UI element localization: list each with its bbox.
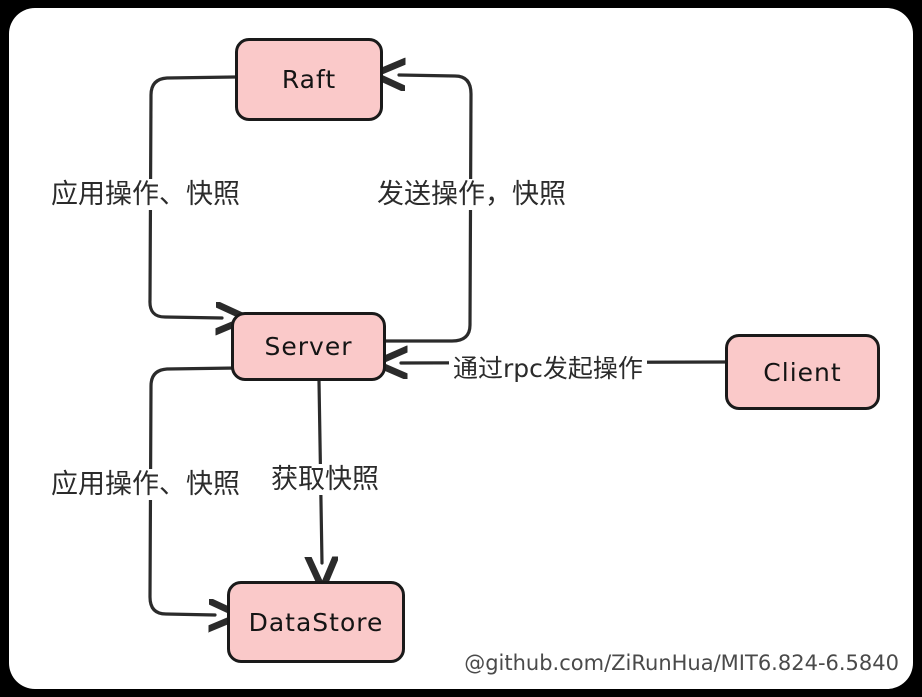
watermark-credit: @github.com/ZiRunHua/MIT6.824-6.5840 bbox=[464, 651, 899, 675]
node-client[interactable]: Client bbox=[725, 334, 880, 410]
node-raft[interactable]: Raft bbox=[235, 38, 383, 121]
node-raft-label: Raft bbox=[281, 65, 337, 94]
edge-label-server-to-datastore-apply: 应用操作、快照 bbox=[47, 469, 244, 500]
node-server[interactable]: Server bbox=[231, 312, 386, 381]
diagram-canvas: Raft Server Client DataStore 应用操作、快照 发送操… bbox=[9, 8, 913, 689]
edge-label-server-to-raft: 发送操作，快照 bbox=[373, 179, 570, 210]
edge-label-client-to-server: 通过rpc发起操作 bbox=[449, 354, 647, 383]
node-datastore[interactable]: DataStore bbox=[227, 581, 405, 663]
edge-label-raft-to-server: 应用操作、快照 bbox=[47, 179, 244, 210]
node-datastore-label: DataStore bbox=[248, 607, 384, 637]
node-client-label: Client bbox=[763, 357, 842, 387]
node-server-label: Server bbox=[264, 332, 353, 361]
edge-label-server-to-datastore-fetch: 获取快照 bbox=[267, 464, 383, 495]
